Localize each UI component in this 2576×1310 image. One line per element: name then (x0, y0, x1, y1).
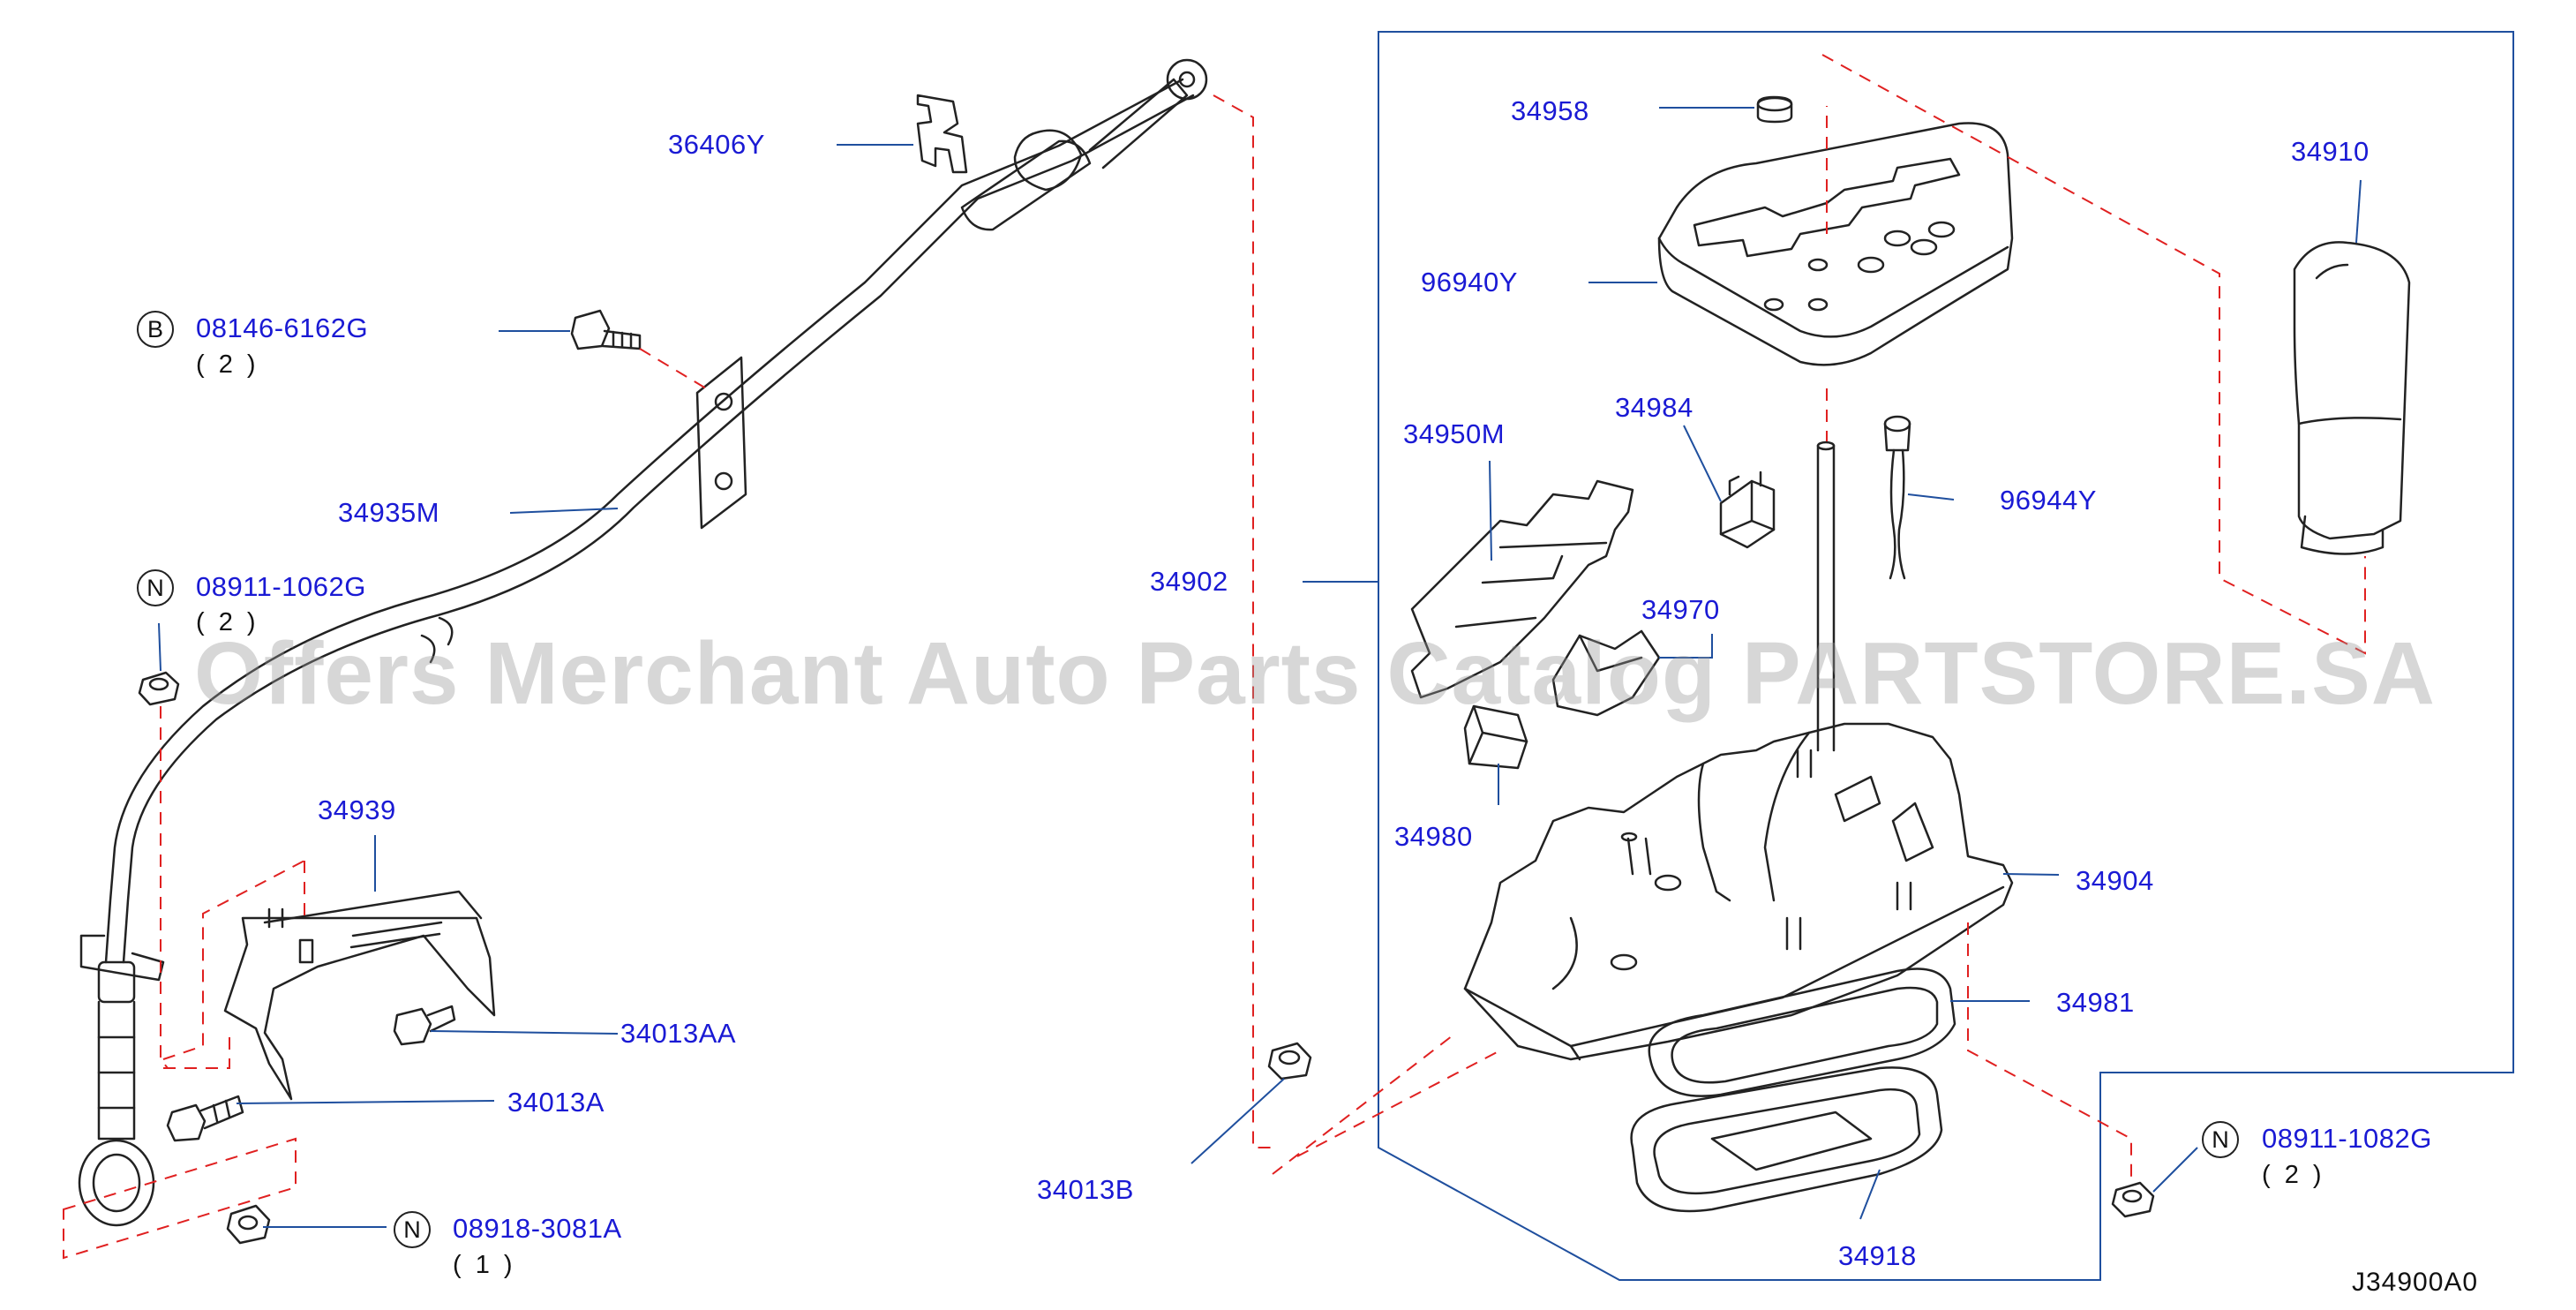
part-label-34918[interactable]: 34918 (1838, 1240, 1917, 1271)
block-34970 (1551, 629, 1661, 717)
cap-34958 (1756, 95, 1793, 124)
part-label-34950M[interactable]: 34950M (1403, 418, 1506, 449)
qty-08918-3081A: ( 1 ) (453, 1251, 516, 1279)
qty-08911-1062G: ( 2 ) (196, 608, 259, 636)
part-label-08146-6162G[interactable]: 08146-6162G (196, 312, 369, 343)
part-label-34935M[interactable]: 34935M (338, 497, 440, 528)
harness-96944Y (1883, 415, 1911, 580)
badge-n-icon: N (394, 1211, 431, 1248)
block-34980 (1463, 704, 1528, 770)
cover-34950M (1410, 479, 1634, 699)
part-label-34984[interactable]: 34984 (1615, 392, 1694, 423)
leader-lines (158, 107, 2362, 1228)
part-label-96944Y[interactable]: 96944Y (2000, 485, 2097, 516)
nut-08918 (226, 1204, 271, 1245)
part-label-08911-1062G[interactable]: 08911-1062G (196, 571, 366, 602)
part-label-34013AA[interactable]: 34013AA (620, 1018, 737, 1049)
bolt-34013A (166, 1095, 244, 1142)
part-label-34981[interactable]: 34981 (2056, 987, 2135, 1018)
clip-36406Y (916, 94, 968, 174)
nut-34013B (1267, 1042, 1312, 1080)
dashed-alignment-lines (63, 54, 2366, 1260)
control-device-34904 (1463, 722, 2014, 1061)
qty-08911-1082G: ( 2 ) (2262, 1161, 2325, 1189)
part-label-36406Y[interactable]: 36406Y (668, 129, 765, 160)
part-label-96940Y[interactable]: 96940Y (1421, 267, 1518, 297)
part-label-34939[interactable]: 34939 (318, 794, 396, 825)
nut-08911-right (2111, 1181, 2155, 1218)
boot-34918 (1630, 1066, 1943, 1213)
part-label-34958[interactable]: 34958 (1511, 95, 1589, 126)
part-label-34910[interactable]: 34910 (2291, 136, 2369, 167)
knob-34910 (2293, 241, 2411, 555)
badge-n-icon: N (2202, 1121, 2239, 1158)
badge-b-icon: B (137, 311, 174, 348)
shift-cable (78, 58, 1208, 1227)
nut-08911-left (138, 671, 180, 706)
part-label-34980[interactable]: 34980 (1394, 821, 1473, 852)
part-label-34904[interactable]: 34904 (2076, 865, 2154, 896)
indicator-96940Y (1657, 122, 2014, 366)
seal-34981 (1648, 967, 1956, 1097)
bolt-08146 (570, 309, 642, 350)
figure-code: J34900A0 (2352, 1268, 2479, 1297)
part-label-08911-1082G[interactable]: 08911-1082G (2262, 1123, 2432, 1154)
part-label-34013A[interactable]: 34013A (507, 1087, 605, 1118)
part-label-08918-3081A[interactable]: 08918-3081A (453, 1213, 622, 1244)
part-label-34970[interactable]: 34970 (1641, 594, 1720, 625)
part-label-34013B[interactable]: 34013B (1037, 1174, 1134, 1205)
bracket-34939 (223, 890, 496, 1101)
qty-08146-6162G: ( 2 ) (196, 350, 259, 379)
part-label-34902[interactable]: 34902 (1150, 566, 1228, 597)
assembly-34902-outline (1378, 31, 2514, 1281)
switch-34984 (1719, 471, 1776, 549)
bolt-34013AA (393, 1005, 456, 1046)
badge-n-icon: N (137, 569, 174, 606)
shift-lever-rod (1816, 440, 1836, 752)
